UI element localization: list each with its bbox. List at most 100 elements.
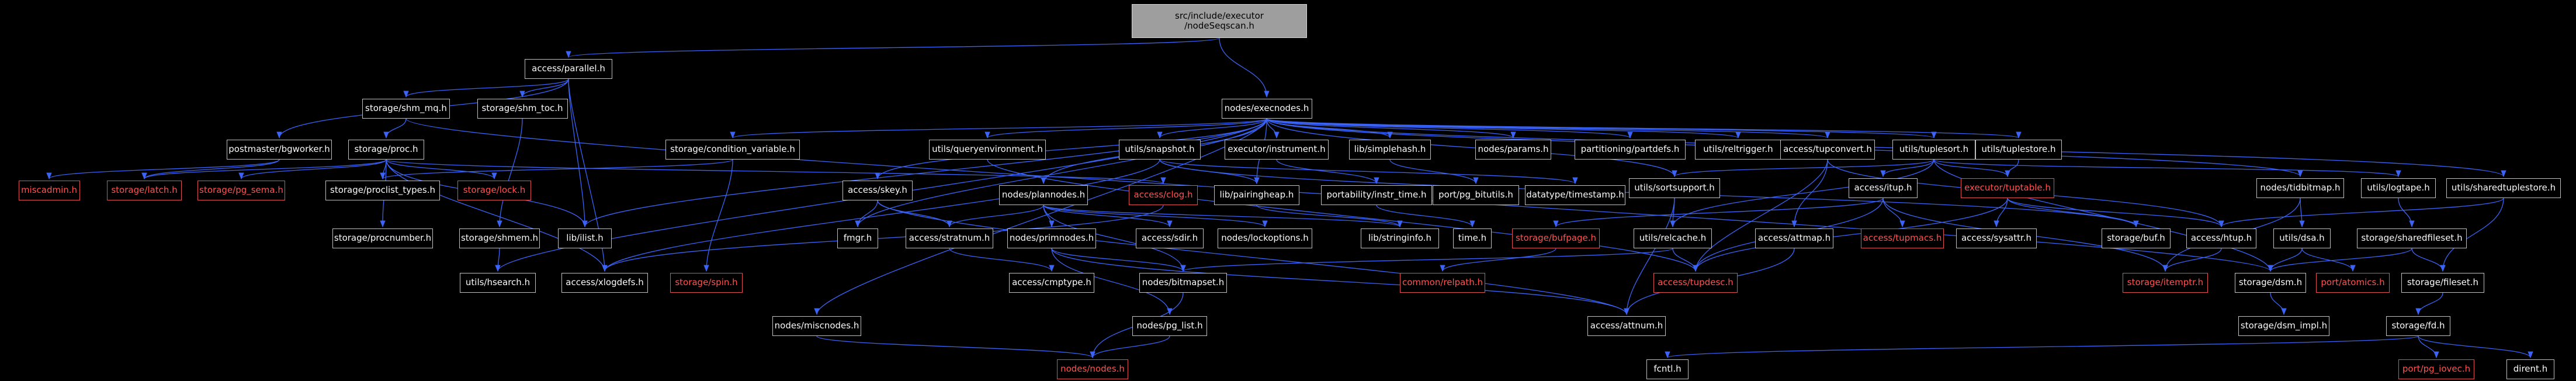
include-node-condvar[interactable]: storage/condition_variable.h — [665, 140, 800, 160]
include-node-primnodes[interactable]: nodes/primnodes.h — [1007, 228, 1096, 248]
include-node-plannodes[interactable]: nodes/plannodes.h — [999, 185, 1088, 205]
include-node-stratnum[interactable]: access/stratnum.h — [906, 228, 993, 248]
include-node-fd[interactable]: storage/fd.h — [2386, 316, 2450, 336]
include-node-proclist_types[interactable]: storage/proclist_types.h — [325, 181, 440, 200]
include-node-nodes[interactable]: nodes/nodes.h — [1057, 359, 1128, 379]
include-edge-execnodes-params — [1266, 118, 1516, 139]
include-node-pairingheap[interactable]: lib/pairingheap.h — [1214, 185, 1299, 205]
include-edge-sortsupport-relcache — [1670, 198, 1676, 228]
include-node-miscadmin[interactable]: miscadmin.h — [18, 181, 80, 200]
include-node-execnodes[interactable]: nodes/execnodes.h — [1221, 99, 1312, 119]
include-node-proc[interactable]: storage/proc.h — [348, 140, 424, 160]
include-node-hsearch[interactable]: utils/hsearch.h — [460, 273, 536, 293]
include-edge-snapshot-timestamp — [1159, 159, 1578, 185]
include-node-dsa[interactable]: utils/dsa.h — [2273, 228, 2331, 248]
include-edge-tuptable-sysattr — [1993, 198, 2008, 228]
include-edge-bgworker-miscadmin — [46, 159, 280, 180]
include-edge-skey-fmgr — [855, 200, 878, 228]
include-node-tuplesort[interactable]: utils/tuplesort.h — [1892, 140, 1975, 160]
include-node-tuplestore[interactable]: utils/tuplestore.h — [1975, 140, 2062, 160]
include-node-sharedtuplestore[interactable]: utils/sharedtuplestore.h — [2446, 178, 2561, 198]
include-node-instrument[interactable]: executor/instrument.h — [1225, 140, 1329, 160]
include-node-sysattr[interactable]: access/sysattr.h — [1956, 228, 2037, 248]
include-node-tupdesc[interactable]: access/tupdesc.h — [1653, 273, 1738, 293]
include-node-tuptable[interactable]: executor/tuptable.h — [1961, 178, 2054, 198]
include-node-bitmapset[interactable]: nodes/bitmapset.h — [1139, 273, 1227, 293]
include-node-xlogdefs[interactable]: access/xlogdefs.h — [561, 273, 648, 293]
include-node-shmem[interactable]: storage/shmem.h — [459, 228, 540, 248]
include-node-atomics[interactable]: port/atomics.h — [2316, 273, 2390, 293]
include-node-spin[interactable]: storage/spin.h — [670, 273, 743, 293]
include-node-procnumber[interactable]: storage/procnumber.h — [332, 228, 433, 248]
include-node-sdir[interactable]: access/sdir.h — [1136, 228, 1204, 248]
include-node-fileset[interactable]: storage/fileset.h — [2401, 273, 2484, 293]
include-node-attmap[interactable]: access/attmap.h — [1755, 228, 1833, 248]
include-node-relpath[interactable]: common/relpath.h — [1400, 273, 1485, 293]
include-node-time[interactable]: time.h — [1453, 228, 1492, 248]
include-node-shm_toc[interactable]: storage/shm_toc.h — [477, 99, 568, 119]
include-node-pg_sema[interactable]: storage/pg_sema.h — [197, 181, 285, 200]
include-node-parallel[interactable]: access/parallel.h — [525, 59, 612, 79]
include-node-params[interactable]: nodes/params.h — [1475, 140, 1551, 160]
include-edge-dsm-dsm_impl — [2270, 292, 2287, 316]
include-edge-execnodes-snapshot — [1157, 118, 1267, 139]
include-node-fcntl[interactable]: fcntl.h — [1646, 359, 1689, 379]
graph-root-node: src/include/executor /nodeSeqscan.h — [1132, 4, 1307, 38]
include-node-fmgr[interactable]: fmgr.h — [837, 228, 878, 248]
include-node-bufpage[interactable]: storage/bufpage.h — [1512, 228, 1600, 248]
include-node-clog[interactable]: access/clog.h — [1129, 185, 1198, 205]
include-node-sortsupport[interactable]: utils/sortsupport.h — [1629, 178, 1720, 198]
include-edge-tuptable-htup — [2007, 198, 2224, 228]
include-edge-snapshot-xlogdefs — [602, 159, 1160, 272]
include-node-simplehash[interactable]: lib/simplehash.h — [1349, 140, 1431, 160]
include-edge-tuptable-buf — [2007, 198, 2139, 228]
include-edge-tuptable-tupdesc — [1693, 198, 2008, 272]
include-edge-miscnodes-nodes — [816, 335, 1095, 359]
include-node-stringinfo[interactable]: lib/stringinfo.h — [1361, 228, 1439, 248]
include-node-dsm_impl[interactable]: storage/dsm_impl.h — [2238, 316, 2329, 336]
include-edge-sortsupport-attnum — [1624, 198, 1675, 316]
include-node-attnum[interactable]: access/attnum.h — [1587, 316, 1666, 336]
include-node-itup[interactable]: access/itup.h — [1849, 178, 1918, 198]
include-node-cmptype[interactable]: access/cmptype.h — [1009, 273, 1094, 293]
include-node-partdefs[interactable]: partitioning/partdefs.h — [1575, 140, 1686, 160]
include-edge-primnodes-attnum — [1051, 248, 1629, 316]
include-node-tidbitmap[interactable]: nodes/tidbitmap.h — [2256, 178, 2344, 198]
include-edge-execnodes-tupconvert — [1266, 118, 1830, 139]
include-edge-tupconvert-attmap — [1791, 159, 1828, 228]
include-edge-tuplesort-dsm — [1933, 159, 2273, 272]
include-node-pg_bitutils[interactable]: port/pg_bitutils.h — [1433, 185, 1519, 205]
include-node-reltrigger[interactable]: utils/reltrigger.h — [1695, 140, 1781, 160]
include-edge-relcache-bitmapset — [1180, 248, 1673, 272]
include-node-lockoptions[interactable]: nodes/lockoptions.h — [1218, 228, 1312, 248]
include-node-dirent[interactable]: dirent.h — [2506, 359, 2554, 379]
include-node-snapshot[interactable]: utils/snapshot.h — [1119, 140, 1201, 160]
include-edge-shm_toc-shmem — [497, 118, 523, 228]
include-node-instr_time[interactable]: portability/instr_time.h — [1321, 185, 1432, 205]
include-node-tupmacs[interactable]: access/tupmacs.h — [1861, 228, 1944, 248]
include-edge-fd-fcntl — [1665, 335, 2419, 359]
include-node-shm_mq[interactable]: storage/shm_mq.h — [362, 99, 450, 119]
include-node-lock[interactable]: storage/lock.h — [457, 181, 531, 200]
include-node-pg_iovec[interactable]: port/pg_iovec.h — [2398, 359, 2474, 379]
include-node-latch[interactable]: storage/latch.h — [107, 181, 182, 200]
include-node-relcache[interactable]: utils/relcache.h — [1634, 228, 1712, 248]
include-edge-dsa-atomics — [2301, 248, 2356, 272]
include-node-htup[interactable]: access/htup.h — [2186, 228, 2256, 248]
include-node-timestamp[interactable]: datatype/timestamp.h — [1525, 185, 1625, 205]
include-node-skey[interactable]: access/skey.h — [843, 181, 913, 200]
include-edge-skey-attnum — [877, 200, 1629, 316]
include-edge-execnodes-ilist — [582, 118, 1267, 228]
include-node-logtape[interactable]: utils/logtape.h — [2361, 178, 2436, 198]
include-node-dsm[interactable]: storage/dsm.h — [2235, 273, 2306, 293]
include-node-tupconvert[interactable]: access/tupconvert.h — [1780, 140, 1875, 160]
include-node-miscnodes[interactable]: nodes/miscnodes.h — [772, 316, 861, 336]
include-node-bgworker[interactable]: postmaster/bgworker.h — [227, 140, 332, 160]
include-node-sharedfileset[interactable]: storage/sharedfileset.h — [2357, 228, 2467, 248]
include-node-buf[interactable]: storage/buf.h — [2102, 228, 2171, 248]
include-node-pg_list[interactable]: nodes/pg_list.h — [1132, 316, 1207, 336]
include-node-ilist[interactable]: lib/ilist.h — [558, 228, 612, 248]
include-edge-proc-lock — [386, 159, 497, 180]
include-node-queryenv[interactable]: utils/queryenvironment.h — [929, 140, 1046, 160]
include-node-itemptr[interactable]: storage/itemptr.h — [2123, 273, 2208, 293]
